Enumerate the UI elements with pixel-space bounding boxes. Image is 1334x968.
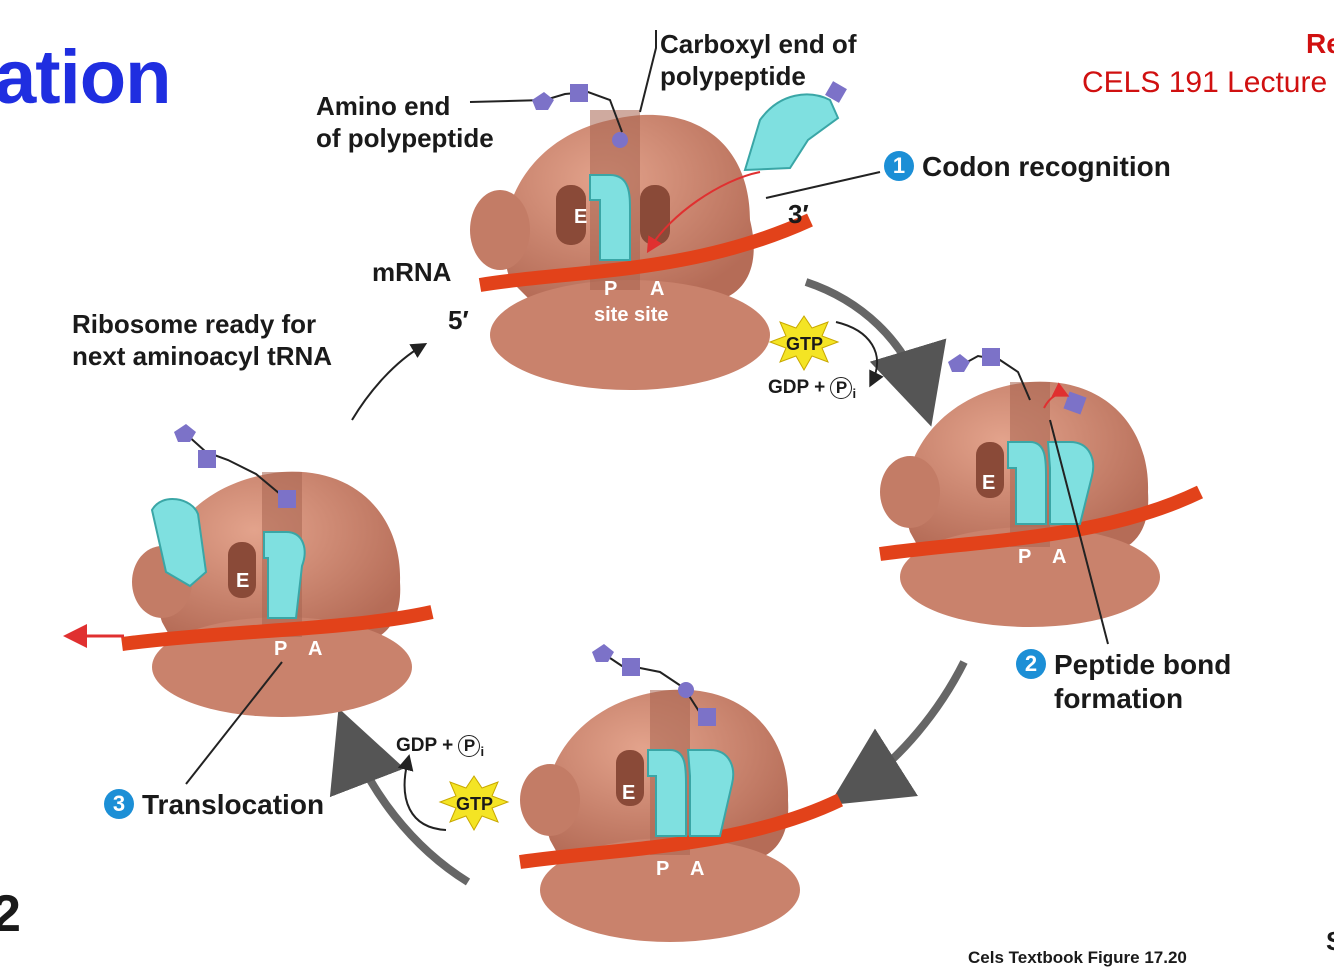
e-site-left: E xyxy=(236,570,250,592)
e-site-bottom: E xyxy=(622,782,636,804)
header-line-1: Re xyxy=(1306,28,1334,59)
header-line-2: CELS 191 Lecture xyxy=(1082,66,1328,99)
cycle-arrow-4-to-1 xyxy=(351,342,428,421)
gtp-star-bottom: GTP xyxy=(438,775,510,832)
a-site-bottom: A xyxy=(690,858,705,880)
e-site-right: E xyxy=(982,472,996,494)
amino-end-label: Amino end of polypeptide xyxy=(316,91,494,153)
a-site-right: A xyxy=(1052,546,1067,568)
step-label: Codon recognition xyxy=(922,151,1171,182)
carboxyl-end-label: Carboxyl end of polypeptide xyxy=(660,29,857,91)
p-site-left: P xyxy=(274,638,288,660)
step-number-badge: 2 xyxy=(1016,649,1046,679)
pi-circle-icon: P xyxy=(458,735,481,757)
ribosome-right xyxy=(879,381,1204,627)
edge-fragment-right: S xyxy=(1326,926,1334,957)
a-site-left: A xyxy=(308,638,323,660)
p-site-top: P xyxy=(604,278,618,300)
step-number-badge: 3 xyxy=(104,789,134,819)
step-codon-recognition: 1 Codon recognition xyxy=(884,150,1171,184)
site-word-top: site site xyxy=(594,304,669,326)
step-peptide-bond: 2 Peptide bond formation xyxy=(1016,648,1231,716)
five-prime-label: 5′ xyxy=(448,305,469,335)
ribosome-bottom xyxy=(519,689,844,942)
step-label: Translocation xyxy=(142,789,325,820)
step-label: Peptide bond formation xyxy=(1054,649,1232,714)
ribosome-ready-label: Ribosome ready for next aminoacyl tRNA xyxy=(72,309,333,371)
cycle-arrow-2-to-3 xyxy=(829,660,968,806)
p-site-bottom: P xyxy=(656,858,670,880)
three-prime-label: 3′ xyxy=(788,199,809,229)
figure-caption: Cels Textbook Figure 17.20 xyxy=(968,948,1187,967)
gtp-label-top: GTP xyxy=(786,334,823,354)
a-site-top: A xyxy=(650,278,665,300)
step-number-badge: 1 xyxy=(884,151,914,181)
gtp-label-bottom: GTP xyxy=(456,794,493,814)
step-translocation: 3 Translocation xyxy=(104,788,324,822)
gtp-star-top: GTP xyxy=(768,315,840,372)
cycle-arrow-1-to-2 xyxy=(804,278,947,427)
edge-fragment-left: 2 xyxy=(0,885,21,943)
mrna-label: mRNA xyxy=(372,257,452,287)
e-site-top: E xyxy=(574,206,588,228)
incoming-trna xyxy=(743,93,840,172)
ribosome-top xyxy=(470,110,813,390)
slide-title: ation xyxy=(0,35,172,120)
cycle-arrow-3-to-4 xyxy=(329,708,471,886)
p-site-right: P xyxy=(1018,546,1032,568)
pi-circle-icon: P xyxy=(830,377,853,399)
ribosome-left xyxy=(121,471,434,717)
